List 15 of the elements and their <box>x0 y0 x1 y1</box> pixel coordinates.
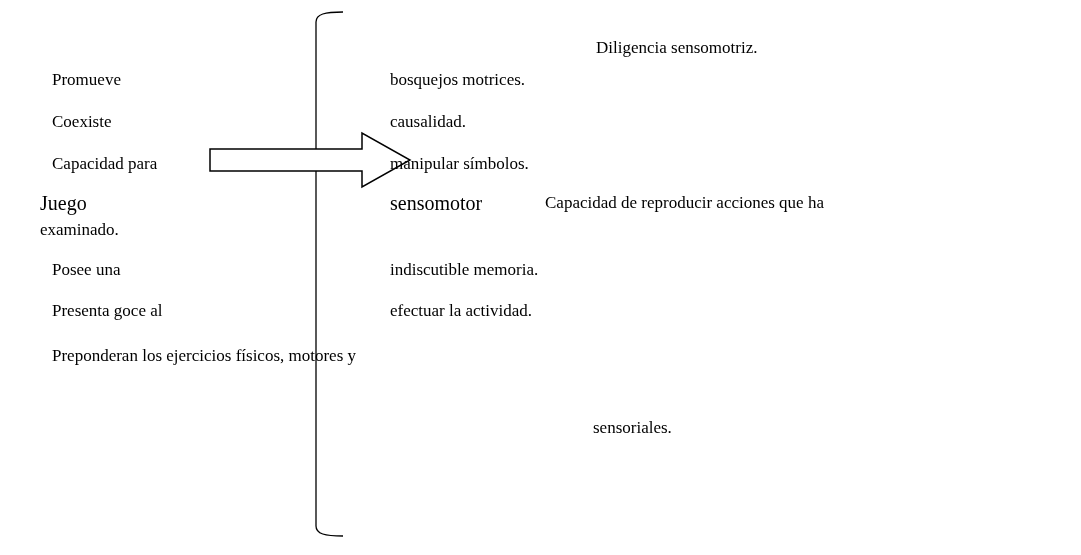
note-text: Capacidad para <box>52 154 158 174</box>
note-text: Diligencia sensomotriz. <box>596 38 758 58</box>
note-text: examinado. <box>40 220 119 240</box>
note-text: sensomotor <box>390 192 483 214</box>
note-text: Promueve <box>52 70 121 90</box>
note-text: efectuar la actividad. <box>390 301 533 321</box>
note-text: bosquejos motrices. <box>390 70 526 90</box>
note-text: sensoriales. <box>593 418 672 438</box>
note-text: Presenta goce al <box>52 301 163 321</box>
note-text: Coexiste <box>52 112 112 132</box>
note-text: Posee una <box>52 260 121 280</box>
note-text: Capacidad de reproducir acciones que ha <box>545 193 824 213</box>
note-text: causalidad. <box>390 112 466 132</box>
note-text: Juego <box>40 192 87 214</box>
note-text: indiscutible memoria. <box>390 260 539 280</box>
